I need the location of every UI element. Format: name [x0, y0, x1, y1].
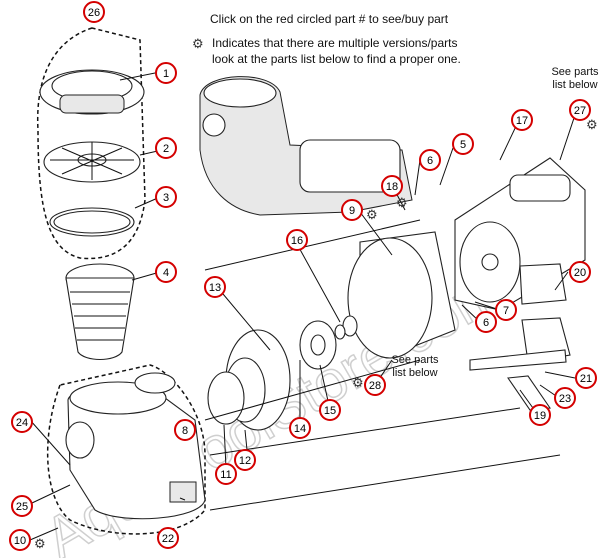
gear-icon: ⚙	[586, 117, 598, 132]
assembled-pump-photo	[199, 76, 413, 216]
svg-text:22: 22	[162, 533, 174, 545]
part-callout-4[interactable]: 4	[155, 261, 177, 283]
part-callout-25[interactable]: 25	[11, 495, 33, 517]
svg-text:9: 9	[349, 205, 355, 217]
svg-text:14: 14	[294, 423, 306, 435]
svg-text:4: 4	[163, 267, 169, 279]
svg-text:28: 28	[369, 380, 381, 392]
svg-text:11: 11	[220, 469, 231, 481]
svg-text:1: 1	[163, 68, 169, 80]
part-callout-8[interactable]: 8	[174, 419, 196, 441]
gear-icon: ⚙	[366, 207, 378, 222]
part-callout-16[interactable]: 16	[286, 229, 308, 251]
gear-icon: ⚙	[396, 195, 408, 210]
part-callout-1[interactable]: 1	[155, 62, 177, 84]
svg-text:6: 6	[483, 317, 489, 329]
motor	[454, 157, 586, 311]
part-callout-6a[interactable]: 6	[419, 149, 441, 171]
svg-text:24: 24	[16, 417, 28, 429]
impeller	[299, 320, 337, 370]
svg-text:13: 13	[209, 282, 221, 294]
part-callout-26[interactable]: 26	[83, 1, 105, 23]
svg-text:26: 26	[88, 7, 100, 19]
part-callout-28[interactable]: 28	[364, 374, 386, 396]
part-callout-9[interactable]: 9	[341, 199, 363, 221]
svg-text:25: 25	[16, 501, 28, 513]
strainer-basket	[65, 263, 135, 361]
diffuser-gasket	[347, 237, 433, 359]
part-callout-10[interactable]: 10	[9, 529, 31, 551]
svg-text:19: 19	[534, 410, 546, 422]
svg-text:18: 18	[386, 181, 398, 193]
lid-assembly-outline	[36, 27, 146, 260]
part-callout-15[interactable]: 15	[319, 399, 341, 421]
part-callout-14[interactable]: 14	[289, 417, 311, 439]
part-callout-22[interactable]: 22	[157, 527, 179, 549]
base-assembly	[469, 349, 567, 411]
svg-text:6: 6	[427, 155, 433, 167]
svg-text:21: 21	[580, 373, 592, 385]
part-callout-5[interactable]: 5	[452, 133, 474, 155]
svg-text:10: 10	[14, 535, 26, 547]
svg-text:20: 20	[574, 267, 586, 279]
part-callout-2[interactable]: 2	[155, 137, 177, 159]
part-callout-6b[interactable]: 6	[475, 311, 497, 333]
part-callout-21[interactable]: 21	[575, 367, 597, 389]
svg-text:3: 3	[163, 192, 169, 204]
part-callout-23[interactable]: 23	[554, 387, 576, 409]
part-callout-12[interactable]: 12	[234, 449, 256, 471]
svg-text:16: 16	[291, 235, 303, 247]
header-multi-version-note: Indicates that there are multiple versio…	[212, 36, 458, 50]
part-callout-18[interactable]: 18	[381, 175, 403, 197]
gear-icon: ⚙	[192, 36, 204, 51]
svg-text:2: 2	[163, 143, 169, 155]
lock-ring-lid	[39, 69, 145, 115]
lid-o-ring	[49, 207, 135, 237]
part-callout-3[interactable]: 3	[155, 186, 177, 208]
header-parts-list-note: look at the parts list below to find a p…	[212, 52, 461, 66]
svg-text:23: 23	[559, 393, 571, 405]
motor-parts-note: See parts list below	[551, 66, 599, 91]
part-callout-11[interactable]: 11	[215, 463, 237, 485]
strainer-cover	[43, 141, 141, 183]
pump-body-outline	[46, 364, 206, 535]
part-callout-24[interactable]: 24	[11, 411, 33, 433]
part-callout-27[interactable]: 27	[569, 99, 591, 121]
part-callout-13[interactable]: 13	[204, 276, 226, 298]
header-instruction: Click on the red circled part # to see/b…	[210, 12, 449, 26]
diffuser-o-ring	[207, 371, 245, 425]
svg-text:5: 5	[460, 139, 466, 151]
part-callout-20[interactable]: 20	[569, 261, 591, 283]
svg-text:12: 12	[239, 455, 251, 467]
shaft-seal	[334, 315, 358, 340]
svg-text:27: 27	[574, 105, 586, 117]
motor-support	[519, 263, 571, 363]
part-callout-17[interactable]: 17	[511, 109, 533, 131]
seal-parts-note: See parts list below	[391, 354, 439, 379]
gear-icon: ⚙	[352, 375, 364, 390]
part-callout-19[interactable]: 19	[529, 404, 551, 426]
svg-text:17: 17	[516, 115, 528, 127]
assembly-guide-lines	[29, 71, 576, 541]
part-callout-7[interactable]: 7	[495, 299, 517, 321]
svg-text:15: 15	[324, 405, 336, 417]
svg-text:8: 8	[182, 425, 188, 437]
pump-housing	[65, 372, 206, 520]
gear-icon: ⚙	[34, 536, 46, 551]
svg-text:7: 7	[503, 305, 509, 317]
